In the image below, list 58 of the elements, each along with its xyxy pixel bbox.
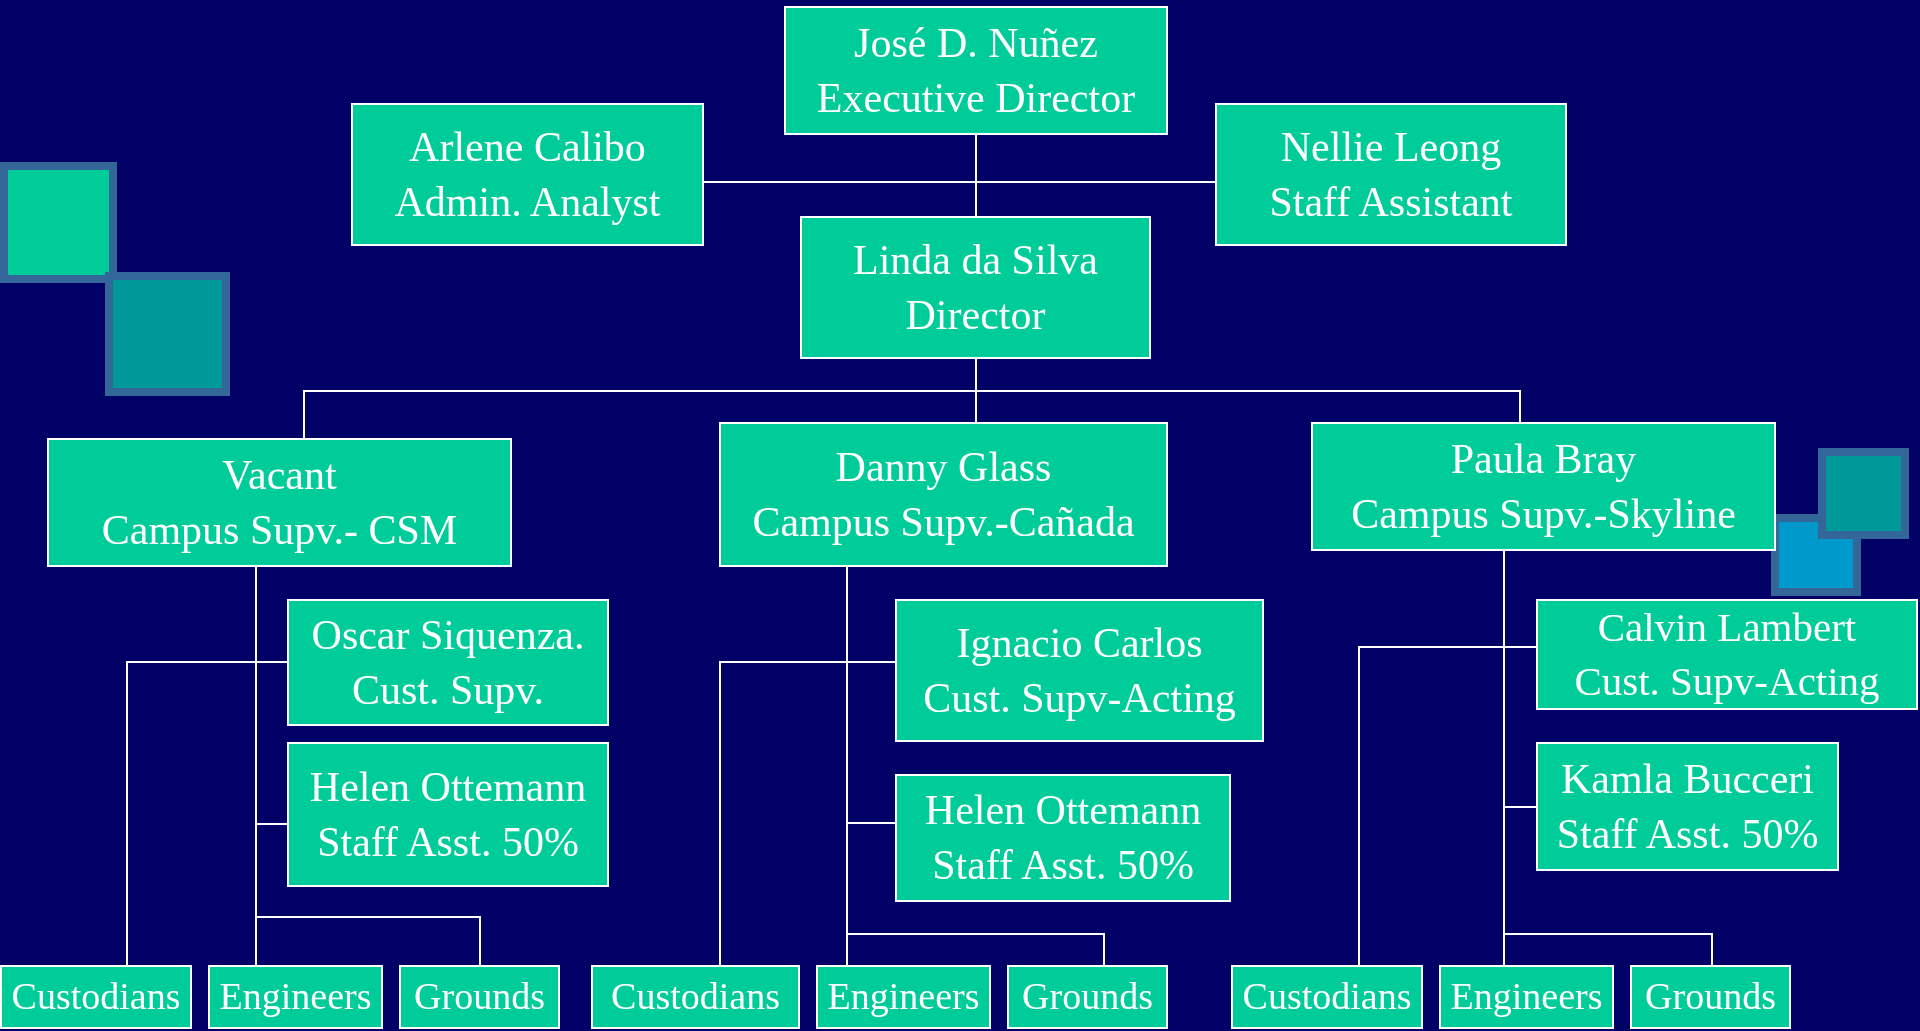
job-title: Cust. Supv.: [351, 665, 545, 715]
person-name: Calvin Lambert: [1597, 603, 1857, 653]
team-label: Custodians: [11, 974, 181, 1020]
org-box: [1536, 742, 1839, 871]
org-box: [895, 774, 1231, 902]
team-label: Grounds: [414, 974, 545, 1020]
org-box: [1439, 965, 1614, 1029]
org-box: [1536, 599, 1918, 710]
job-title: Cust. Supv-Acting: [1574, 656, 1880, 706]
org-box: [1231, 965, 1423, 1029]
job-title: Staff Asst. 50%: [317, 817, 579, 867]
team-label: Engineers: [827, 974, 980, 1020]
job-title: Staff Assistant: [1269, 177, 1513, 227]
org-box: [399, 965, 560, 1029]
job-title: Staff Asst. 50%: [1556, 809, 1819, 859]
connector-line: [975, 134, 977, 217]
job-title: Cust. Supv-Acting: [923, 673, 1236, 723]
job-title: Executive Director: [816, 73, 1136, 123]
job-title: Staff Asst. 50%: [932, 841, 1194, 890]
org-box: [1007, 965, 1168, 1029]
person-name: Oscar Siquenza.: [311, 610, 585, 660]
person-name: Ignacio Carlos: [956, 618, 1203, 668]
org-box: [800, 216, 1151, 359]
person-name: Kamla Bucceri: [1560, 754, 1814, 804]
person-name: Danny Glass: [835, 442, 1052, 492]
team-label: Custodians: [1242, 974, 1412, 1020]
org-box: [1311, 422, 1776, 551]
org-box: [895, 599, 1264, 742]
person-name: Nellie Leong: [1280, 122, 1502, 172]
person-name: Helen Ottemann: [309, 762, 587, 812]
team-label: Engineers: [1450, 974, 1603, 1020]
job-title: Campus Supv.-Skyline: [1351, 489, 1736, 539]
person-name: José D. Nuñez: [854, 18, 1098, 68]
job-title: Campus Supv.- CSM: [101, 505, 458, 555]
org-box: [47, 438, 512, 567]
org-box: [208, 965, 383, 1029]
org-box: [591, 965, 800, 1029]
person-name: Linda da Silva: [853, 235, 1098, 285]
org-box: [287, 742, 609, 887]
team-label: Engineers: [219, 974, 372, 1020]
person-name: Paula Bray: [1450, 434, 1637, 484]
org-box: [1215, 103, 1567, 246]
person-name: Helen Ottemann: [924, 786, 1202, 836]
team-label: Custodians: [611, 974, 780, 1020]
team-label: Grounds: [1022, 974, 1153, 1020]
org-box: [0, 965, 192, 1029]
org-box: [719, 422, 1168, 567]
org-box: [1630, 965, 1791, 1029]
person-name: Vacant: [222, 450, 337, 500]
team-label: Grounds: [1645, 974, 1776, 1020]
org-box: [287, 599, 609, 726]
org-box: [351, 103, 704, 246]
job-title: Director: [905, 290, 1046, 340]
job-title: Admin. Analyst: [394, 177, 661, 227]
org-box: [784, 6, 1168, 135]
job-title: Campus Supv.-Cañada: [752, 497, 1135, 547]
person-name: Arlene Calibo: [409, 122, 646, 172]
org-box: [816, 965, 991, 1029]
